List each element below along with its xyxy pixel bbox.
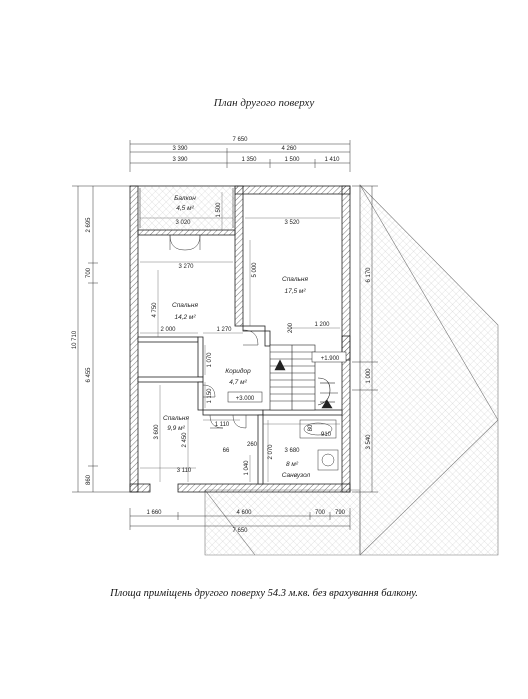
room-corridor-area: 4,7 м²	[229, 379, 247, 386]
stair-label: 66	[223, 448, 230, 454]
dim-int-3600: 3 600	[154, 424, 160, 440]
roof-outline	[204, 184, 499, 556]
room-bedroom3-name: Спальня	[163, 415, 189, 422]
bathroom-fixtures	[299, 419, 339, 471]
dim-int-2450: 2 450	[182, 432, 188, 448]
door-swings	[169, 234, 259, 429]
dim-int-5000: 5 000	[252, 262, 258, 278]
room-bedroom1-area: 17,5 м²	[284, 288, 306, 295]
dim-top-overall: 7 650	[232, 137, 248, 143]
room-bathroom-area: 8 м²	[286, 461, 299, 468]
dim-left-b: 700	[86, 267, 92, 278]
room-corridor-name: Коридор	[225, 367, 251, 375]
dim-left-c: 6 455	[86, 367, 92, 383]
level-mark-3000-box	[227, 391, 263, 403]
dim-int-3110: 3 110	[177, 468, 192, 474]
dimensions-left	[72, 185, 130, 493]
dim-int-2070: 2 070	[268, 444, 274, 460]
dim-top-3c: 1 500	[284, 157, 300, 163]
dim-int-1070: 1 070	[207, 352, 213, 368]
dimensions-right	[352, 185, 378, 493]
room-bedroom2-name: Спальня	[172, 302, 198, 309]
dim-int-3680: 3 680	[284, 448, 300, 454]
dim-top-2b: 4 260	[281, 146, 297, 152]
dim-left-d: 860	[86, 474, 92, 485]
dim-int-3270: 3 270	[178, 264, 194, 270]
room-bathroom-name: Санвузол	[282, 472, 311, 479]
room-balcony-area: 4,5 м²	[176, 205, 194, 212]
interior-dimension-lines	[140, 192, 340, 482]
dim-right-a: 6 170	[366, 267, 372, 283]
dimensions-top	[129, 140, 351, 172]
level-mark-1900: +1.900	[321, 356, 340, 362]
dim-int-4750: 4 750	[152, 302, 158, 318]
dim-bottom-overall: 7 650	[232, 528, 248, 534]
dim-int-3520: 3 520	[284, 220, 300, 226]
dim-bottom-a: 1 660	[146, 510, 162, 516]
dim-left-a: 2 695	[86, 217, 92, 233]
dim-bottom-d: 790	[335, 510, 346, 516]
dim-int-1500: 1 500	[216, 202, 222, 218]
area-caption: Площа приміщень другого поверху 54.3 м.к…	[110, 588, 418, 599]
dim-int-80: 80	[308, 424, 314, 431]
room-bedroom2-area: 14,2 м²	[174, 314, 196, 321]
dim-int-1200: 1 200	[314, 322, 330, 328]
dim-right-c: 3 540	[366, 434, 372, 450]
room-balcony-name: Балкон	[174, 195, 196, 202]
dim-left-overall: 10 710	[72, 330, 78, 349]
dim-top-3b: 1 350	[241, 157, 257, 163]
level-mark-3000: +3.000	[236, 396, 255, 402]
dim-bottom-c: 700	[315, 510, 326, 516]
room-bedroom3-area: 9,9 м²	[167, 425, 185, 432]
dim-top-3a: 3 390	[172, 157, 188, 163]
dim-top-3d: 1 410	[324, 157, 340, 163]
dim-top-2a: 3 390	[172, 146, 188, 152]
dim-int-1150: 1 150	[207, 388, 213, 404]
room-bedroom1-name: Спальня	[282, 276, 308, 283]
dimensions-bottom	[129, 508, 351, 530]
dim-int-2000: 2 000	[160, 327, 176, 333]
interior-walls	[137, 325, 351, 485]
plan-title: План другого поверху	[213, 97, 315, 109]
dim-bottom-b: 4 600	[236, 510, 252, 516]
dim-int-3020: 3 020	[175, 220, 191, 226]
dim-int-1040: 1 040	[244, 460, 250, 476]
dim-int-1270: 1 270	[216, 327, 232, 333]
balcony-railing	[137, 185, 236, 231]
dim-int-260: 260	[247, 442, 258, 448]
staircase	[269, 344, 338, 411]
dim-int-1110: 1 110	[215, 422, 230, 428]
dim-int-200: 200	[288, 322, 294, 333]
dim-int-910: 910	[321, 432, 332, 438]
level-mark-1900-box	[311, 351, 347, 363]
dim-right-b: 1 000	[366, 368, 372, 384]
